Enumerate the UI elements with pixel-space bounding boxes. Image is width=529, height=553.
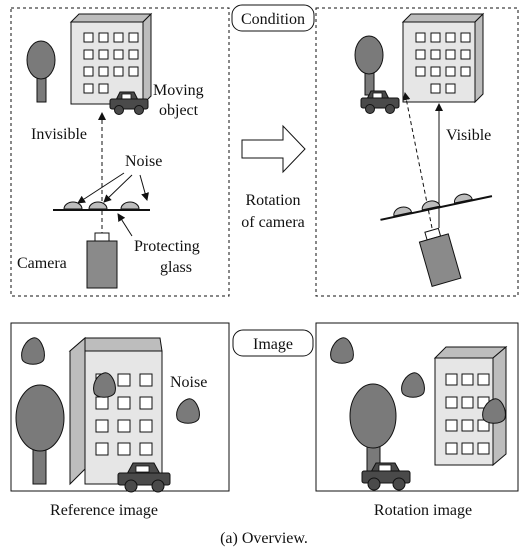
noise-label-top: Noise — [125, 153, 162, 170]
rotation-image-caption: Rotation image — [374, 502, 472, 519]
noise-label-image: Noise — [170, 374, 207, 391]
rotation-arrow-icon — [241, 124, 306, 174]
noise-pointer-2 — [103, 174, 133, 203]
left-camera — [86, 232, 118, 289]
condition-label: Condition — [231, 4, 315, 32]
noise-blob-rot-2 — [401, 372, 425, 398]
figure-caption: (a) Overview. — [220, 530, 308, 547]
right-building — [401, 12, 485, 104]
noise-blob-ref-1 — [21, 337, 45, 365]
camera-label: Camera — [17, 255, 67, 272]
right-protecting-glass — [380, 195, 493, 221]
noise-pointer-3 — [139, 174, 149, 201]
noise-blob-left-1 — [63, 201, 83, 210]
rot-tree — [349, 383, 397, 475]
moving-object-label-line1: Moving — [153, 82, 204, 99]
noise-blob-rot-1 — [330, 337, 354, 364]
invisible-label: Invisible — [31, 126, 87, 143]
noise-blob-ref-3 — [176, 398, 200, 424]
ref-car — [117, 462, 171, 493]
visible-label: Visible — [446, 127, 491, 144]
reference-image-frame — [10, 322, 230, 492]
right-camera — [418, 227, 462, 287]
protecting-glass-label-line1: Protecting — [134, 238, 200, 255]
noise-blob-right-1 — [393, 206, 413, 217]
image-label-text: Image — [253, 336, 293, 353]
noise-blob-left-2 — [88, 201, 108, 210]
rot-building — [433, 345, 508, 467]
right-glass-group — [380, 193, 493, 221]
noise-pointer-1 — [77, 172, 125, 204]
right-car — [360, 90, 400, 114]
noise-blob-right-2 — [421, 200, 441, 211]
noise-blob-ref-2 — [93, 372, 116, 398]
reference-image-caption: Reference image — [50, 502, 158, 519]
moving-object-label-line2: object — [159, 102, 199, 119]
left-tree — [26, 40, 56, 103]
rotation-label-line2: of camera — [241, 214, 305, 231]
image-label: Image — [232, 329, 314, 357]
condition-label-text: Condition — [241, 11, 305, 28]
rotation-image-frame — [315, 322, 519, 492]
noise-blob-left-3 — [120, 201, 140, 210]
left-car — [109, 91, 149, 115]
left-condition-box — [10, 7, 230, 297]
right-condition-box — [315, 7, 519, 297]
noise-blob-rot-3 — [482, 398, 506, 424]
glass-pointer — [117, 213, 133, 237]
noise-blob-right-3 — [454, 193, 473, 204]
rot-car — [361, 462, 411, 491]
rotation-label-line1: Rotation — [245, 192, 300, 209]
left-building — [69, 12, 153, 106]
protecting-glass-label-line2: glass — [160, 259, 192, 276]
right-tree — [354, 35, 384, 96]
ref-building — [68, 336, 163, 486]
ref-tree — [15, 384, 65, 485]
